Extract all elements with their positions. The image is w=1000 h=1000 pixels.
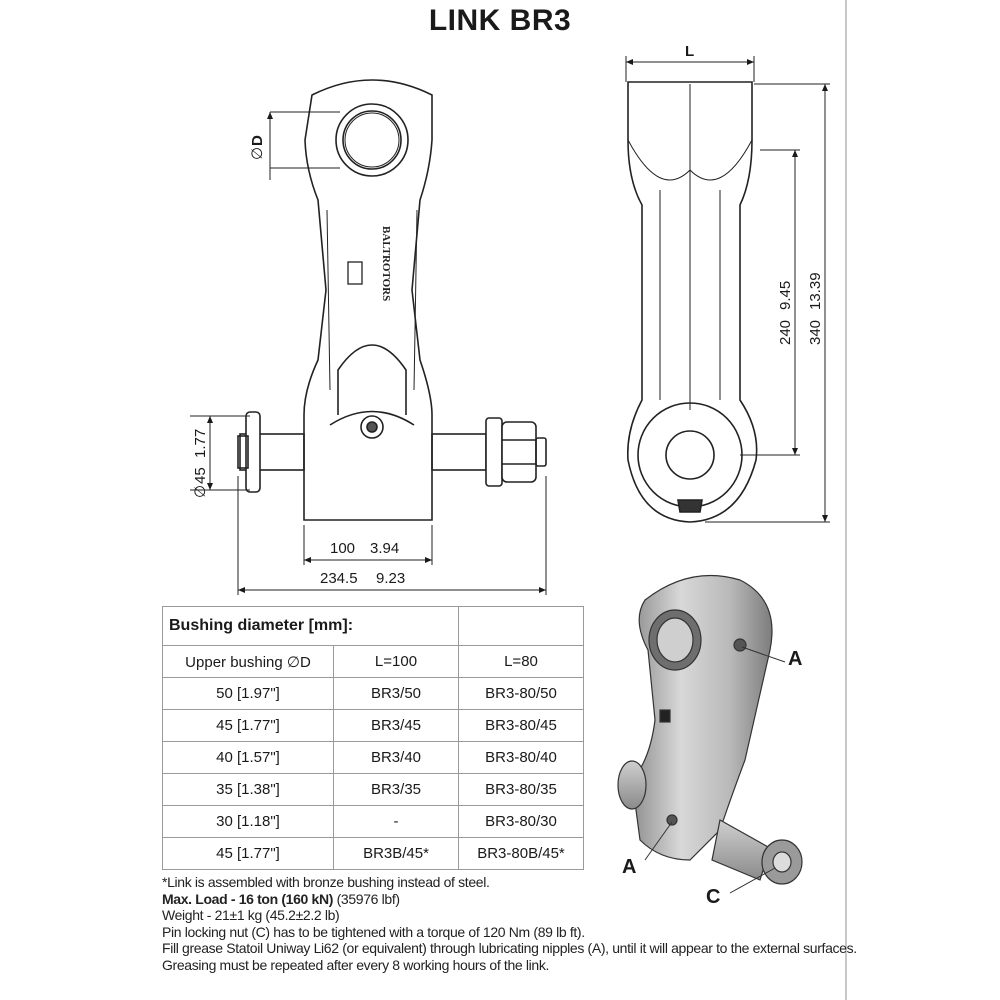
callout-leaders (644, 646, 786, 894)
table-cell: BR3/50 (333, 677, 459, 710)
table-cell: BR3-80B/45* (458, 837, 584, 870)
grease-text: Fill grease Statoil Uniway Li62 (or equi… (162, 940, 857, 956)
front-dimension-labels: ∅ D ∅ 45 1.77 100 3.94 234.5 9.23 (192, 135, 405, 587)
table-cell: 30 [1.18"] (162, 805, 334, 838)
pin-dia-symbol: ∅ (192, 485, 209, 498)
page-title: LINK BR3 (428, 4, 572, 37)
table-cell: 45 [1.77"] (162, 709, 334, 742)
isometric-render (617, 574, 803, 885)
table-heading-row: Bushing diameter [mm]: (162, 606, 584, 646)
notes-block: *Link is assembled with bronze bushing i… (162, 874, 857, 973)
footnote-text: *Link is assembled with bronze bushing i… (162, 874, 490, 890)
dia-d-symbol: ∅ (249, 147, 266, 160)
table-cell: BR3-80/30 (458, 805, 584, 838)
torque-text: Pin locking nut (C) has to be tightened … (162, 923, 585, 940)
callout-c: C (706, 886, 721, 908)
front-dimensions (190, 111, 547, 595)
height-240-inch: 9.45 (777, 281, 794, 310)
bushing-table: Bushing diameter [mm]: Upper bushing ∅D … (162, 606, 584, 870)
width-total-inch: 9.23 (376, 570, 405, 587)
table-cell: 45 [1.77"] (162, 837, 334, 870)
side-dimension-labels: L 240 9.45 340 13.39 (685, 43, 824, 345)
col-header-upper-bushing: Upper bushing ∅D (162, 645, 334, 678)
table-cell: BR3/40 (333, 741, 459, 774)
table-row: 50 [1.97"] BR3/50 BR3-80/50 (162, 677, 584, 710)
width-100-value: 100 (330, 540, 355, 557)
width-total-value: 234.5 (320, 570, 358, 587)
width-100-inch: 3.94 (370, 540, 399, 557)
table-cell: BR3-80/45 (458, 709, 584, 742)
side-view (626, 81, 758, 523)
weight-text: Weight - 21±1 kg (45.2±2.2 lb) (162, 907, 340, 923)
table-heading: Bushing diameter [mm]: (162, 606, 459, 646)
table-cell: BR3-80/40 (458, 741, 584, 774)
table-cell: BR3/35 (333, 773, 459, 806)
max-load-rest: (35976 lbf) (333, 890, 400, 907)
table-cell: BR3B/45* (333, 837, 459, 870)
height-240-value: 240 (777, 320, 794, 345)
table-cell: 50 [1.97"] (162, 677, 334, 710)
interval-text: Greasing must be repeated after every 8 … (162, 956, 550, 973)
max-load-bold: Max. Load - 16 ton (160 kN) (162, 890, 334, 907)
pin-dia-inch: 1.77 (192, 429, 209, 458)
front-view (237, 79, 547, 521)
table-cell: - (333, 805, 459, 838)
table-cell: BR3-80/50 (458, 677, 584, 710)
side-dimensions (625, 56, 830, 523)
callout-a-bottom: A (622, 856, 637, 878)
dia-d-label: D (249, 135, 266, 146)
table-cell: BR3-80/35 (458, 773, 584, 806)
table-header-row: Upper bushing ∅D L=100 L=80 (162, 645, 584, 678)
callout-a-top: A (788, 648, 803, 670)
pin-dia-value: 45 (192, 467, 209, 484)
table-row: 45 [1.77"] BR3B/45* BR3-80B/45* (162, 837, 584, 870)
length-l-label: L (685, 43, 694, 60)
table-cell: BR3/45 (333, 709, 459, 742)
table-row: 35 [1.38"] BR3/35 BR3-80/35 (162, 773, 584, 806)
table-row: 40 [1.57"] BR3/40 BR3-80/40 (162, 741, 584, 774)
brand-text: BALTROTORS (380, 226, 392, 301)
table-row: 45 [1.77"] BR3/45 BR3-80/45 (162, 709, 584, 742)
table-heading-empty (458, 606, 584, 646)
height-340-inch: 13.39 (807, 272, 824, 310)
col-header-l80: L=80 (458, 645, 584, 678)
page-edge-divider (845, 0, 847, 1000)
table-cell: 40 [1.57"] (162, 741, 334, 774)
brand-logo: BALTROTORS (347, 226, 392, 301)
col-header-l100: L=100 (333, 645, 459, 678)
table-row: 30 [1.18"] - BR3-80/30 (162, 805, 584, 838)
height-340-value: 340 (807, 320, 824, 345)
table-cell: 35 [1.38"] (162, 773, 334, 806)
max-load-line: Max. Load - 16 ton (160 kN) (35976 lbf) (162, 891, 852, 908)
